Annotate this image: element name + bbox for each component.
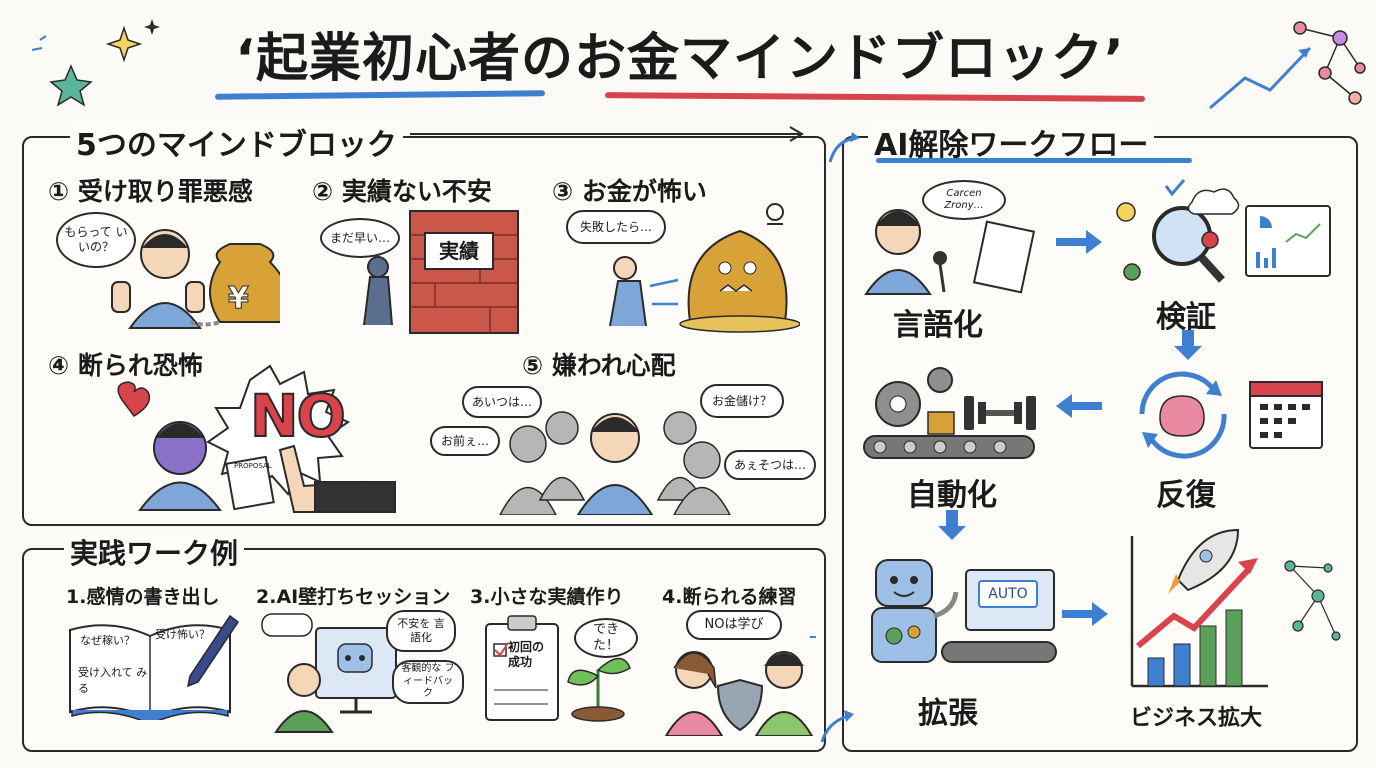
arrow-right-icon-2: [1062, 602, 1108, 626]
block-5-bubble-3: お前ぇ…: [430, 426, 500, 456]
practice-heading: 実践ワーク例: [64, 532, 245, 572]
curve-arrow-icon-2: [820, 710, 854, 743]
clipboard-sprout-illustration: [485, 615, 631, 722]
step-6-label: ビジネス拡大: [1130, 706, 1263, 731]
growth-network-icon: [1209, 21, 1366, 110]
practice-3-note: 初回の 成功: [508, 640, 545, 669]
wall-sign: 実績: [424, 232, 494, 270]
money-monster-illustration: [609, 203, 800, 333]
step-5-label: 拡張: [918, 696, 978, 731]
practice-3-label: 3.小さな実績作り: [470, 586, 624, 608]
title-underline-red: [604, 92, 1146, 102]
guilt-person-moneybag-illustration: ¥: [111, 229, 280, 329]
journal-note-2: 受け怖い？: [155, 628, 210, 641]
curve-arrow-icon: [828, 132, 860, 163]
practice-4-label: 4.断られる練習: [662, 586, 797, 608]
block-1-label: ① 受け取り罪悪感: [48, 177, 253, 206]
practice-2-bubble-2: 客観的な フィードバック: [392, 660, 464, 704]
block-5-label: ⑤ 嫌われ心配: [522, 351, 676, 380]
practice-1-label: 1.感情の書き出し: [66, 586, 220, 608]
robot-conveyor-illustration: [871, 559, 1057, 663]
journal-note-3: 受け入れて みる: [78, 666, 148, 695]
block-5-bubble-2: お金儲け？: [700, 384, 784, 418]
arrow-down-icon-1: [1174, 330, 1202, 360]
journal-note-1: なぜ稼い？: [80, 634, 135, 647]
step-1-bubble: Carcen Zrony…: [922, 180, 1006, 220]
auto-screen-label: AUTO: [978, 580, 1038, 608]
page-title: ‘起業初心者のお金マインドブロック’: [235, 29, 1125, 89]
block-3-bubble: 失敗したら…: [566, 210, 666, 244]
no-text: NO: [249, 381, 347, 451]
person-facing-brick-wall-illustration: [363, 210, 519, 334]
block-4-label: ④ 断られ恐怖: [48, 351, 203, 380]
sparkle-stars-icon: [31, 19, 160, 107]
block-3-label: ③ お金が怖い: [552, 177, 707, 206]
block-5-bubble-1: あいつは…: [462, 386, 542, 418]
speaking-person-illustration: [864, 209, 1036, 295]
growth-chart-rocket-illustration: [1130, 528, 1341, 688]
mind-blocks-heading: 5つのマインドブロック: [70, 120, 403, 164]
block-5-bubble-4: あぇそつは…: [724, 450, 816, 480]
arrow-right-icon-1: [1056, 230, 1102, 254]
arrow-down-icon-2: [938, 510, 966, 540]
practice-4-bubble: NOは学び: [686, 610, 782, 640]
block-2-bubble: まだ早い…: [320, 218, 400, 258]
brain-cycle-calendar-illustration: [1139, 371, 1323, 459]
step-3-label: 反復: [1156, 478, 1216, 513]
block-1-bubble: もらって いいの？: [56, 212, 136, 268]
two-people-shield-illustration: [664, 636, 816, 736]
gossip-crowd-illustration: [499, 411, 731, 515]
ai-chat-monitor-illustration: [261, 613, 397, 733]
workflow-heading: AI解除ワークフロー: [868, 120, 1155, 164]
practice-2-label: 2.AI壁打ちセッション: [256, 586, 451, 608]
workflow-heading-underline: [876, 158, 1192, 163]
arrow-left-icon: [1056, 394, 1102, 418]
block-2-label: ② 実績ない不安: [312, 177, 492, 206]
proposal-paper: PROPOSAL: [234, 462, 272, 470]
journal-pen-illustration: [69, 614, 240, 720]
svg-text:¥: ¥: [228, 281, 249, 316]
practice-2-bubble-1: 不安を 言語化: [386, 610, 456, 652]
step-2-label: 検証: [1156, 300, 1216, 335]
title-underline-blue: [214, 90, 546, 100]
step-4-label: 自動化: [907, 478, 997, 513]
rejection-illustration: [117, 364, 396, 513]
magnifier-dashboard-illustration: [1116, 179, 1331, 283]
practice-3-bubble: できた！: [574, 618, 638, 658]
step-1-label: 言語化: [893, 308, 983, 343]
arrow-right-icon: [410, 126, 804, 142]
automation-gears-illustration: [863, 367, 1036, 459]
